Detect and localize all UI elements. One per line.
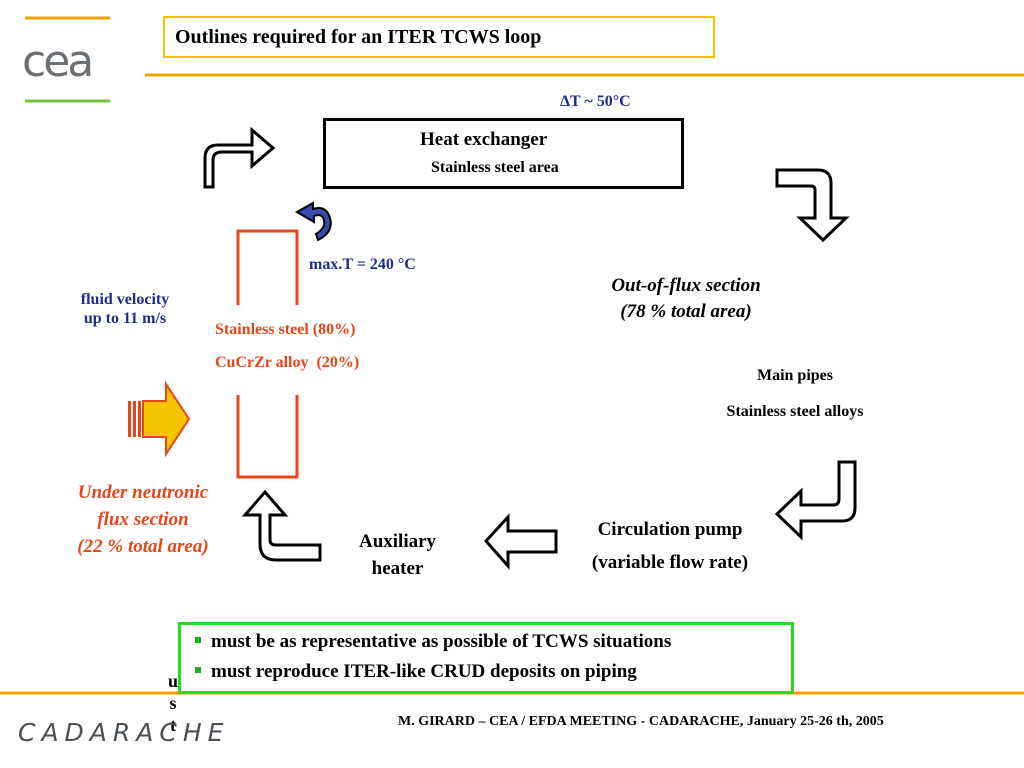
arrow-left-icon [483, 513, 558, 570]
max-temp-label: max.T = 240 °C [309, 256, 416, 273]
fluid-velocity-line2: up to 11 m/s [83, 310, 167, 327]
under-neutronic-line1: Under neutronic [77, 482, 209, 503]
stray-overflow-text: u s t [167, 671, 178, 735]
circulation-pump-label: Circulation pump (variable flow rate) [565, 513, 775, 579]
bullet-icon [195, 636, 201, 643]
requirements-box: must be as representative as possible of… [178, 622, 794, 694]
bullet-text: must be as representative as possible of… [211, 631, 672, 652]
auxiliary-heater-line1: Auxiliary [358, 531, 437, 552]
test-section-gap [236, 305, 300, 395]
cea-logo-text: cea [22, 36, 91, 87]
small-curved-arrow-icon [294, 201, 332, 242]
fluid-velocity-line1: fluid velocity [80, 291, 170, 308]
auxiliary-heater-line2: heater [371, 558, 424, 579]
heat-exchanger-subtitle: Stainless steel area [431, 159, 559, 176]
heat-exchanger-title: Heat exchanger [420, 129, 548, 150]
main-pipes-line1: Main pipes [756, 367, 833, 384]
bullet-item: must be as representative as possible of… [195, 631, 671, 653]
material-cucrzr-label: CuCrZr alloy (20%) [215, 354, 360, 371]
out-of-flux-line2: (78 % total area) [620, 301, 752, 322]
main-pipes-line2: Stainless steel alloys [726, 403, 864, 420]
out-of-flux-line1: Out-of-flux section [611, 275, 761, 296]
out-of-flux-label: Out-of-flux section (78 % total area) [580, 273, 792, 325]
circulation-pump-line1: Circulation pump [597, 519, 743, 540]
material-stainless-label: Stainless steel (80%) [215, 321, 356, 338]
title-box: Outlines required for an ITER TCWS loop [163, 16, 715, 58]
cadarache-logo: CADARACHE [18, 718, 230, 747]
fluid-velocity-label: fluid velocity up to 11 m/s [62, 290, 188, 328]
bullet-item: must reproduce ITER-like CRUD deposits o… [195, 661, 637, 683]
delta-t-label: ΔT ~ 50°C [560, 93, 631, 110]
auxiliary-heater-label: Auxiliary heater [340, 528, 455, 582]
curved-arrow-left-icon [774, 460, 857, 541]
bullet-text: must reproduce ITER-like CRUD deposits o… [211, 661, 637, 682]
curved-arrow-right-icon [203, 126, 276, 189]
curved-arrow-down-icon [775, 168, 850, 243]
main-pipes-label: Main pipes Stainless steel alloys [697, 358, 893, 430]
footer-text: M. GIRARD – CEA / EFDA MEETING - CADARAC… [398, 714, 884, 729]
under-neutronic-label: Under neutronic flux section (22 % total… [48, 479, 238, 560]
under-neutronic-line2: flux section [97, 509, 189, 530]
fluid-flow-arrow-icon [128, 380, 191, 458]
circulation-pump-line2: (variable flow rate) [591, 552, 749, 573]
curved-arrow-up-icon [241, 489, 322, 562]
bullet-icon [195, 666, 201, 673]
heat-exchanger-box: Heat exchanger Stainless steel area [323, 118, 684, 189]
cea-logo: cea [22, 16, 110, 103]
slide-title: Outlines required for an ITER TCWS loop [175, 26, 542, 48]
under-neutronic-line3: (22 % total area) [77, 536, 209, 557]
